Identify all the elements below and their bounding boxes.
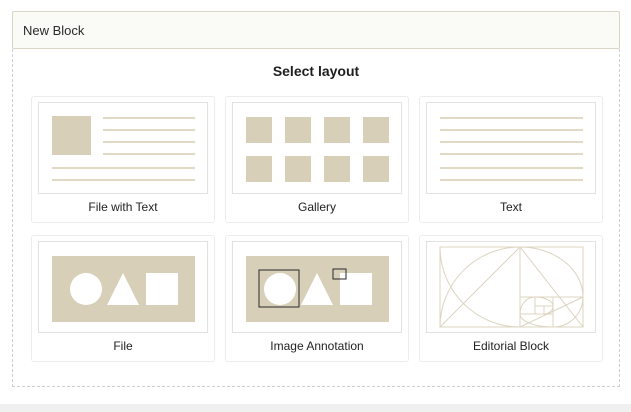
layout-label: File: [113, 339, 133, 353]
layout-card-gallery[interactable]: Gallery: [225, 96, 409, 223]
block-title: New Block: [23, 22, 85, 38]
file-shapes-icon: [38, 241, 208, 333]
layout-panel: Select layout File with Text: [12, 49, 620, 387]
text-icon: [426, 102, 596, 194]
file-with-text-icon: [38, 102, 208, 194]
bottom-scroll-strip: [0, 404, 631, 412]
layout-card-image-annotation[interactable]: Image Annotation: [225, 235, 409, 362]
block-header: New Block: [12, 11, 620, 49]
image-annotation-icon: [232, 241, 402, 333]
layout-label: Text: [499, 200, 522, 214]
gallery-icon: [232, 102, 402, 194]
layout-label: Editorial Block: [472, 339, 550, 353]
select-layout-heading: Select layout: [272, 63, 360, 79]
layout-label: Gallery: [297, 200, 336, 214]
layout-card-text[interactable]: Text: [419, 96, 603, 223]
golden-spiral-icon: [426, 241, 596, 333]
layout-card-file-with-text[interactable]: File with Text: [31, 96, 215, 223]
layout-label: File with Text: [88, 200, 158, 214]
layout-card-editorial-block[interactable]: Editorial Block: [419, 235, 603, 362]
layout-label: Image Annotation: [270, 339, 364, 353]
layout-card-file[interactable]: File: [31, 235, 215, 362]
